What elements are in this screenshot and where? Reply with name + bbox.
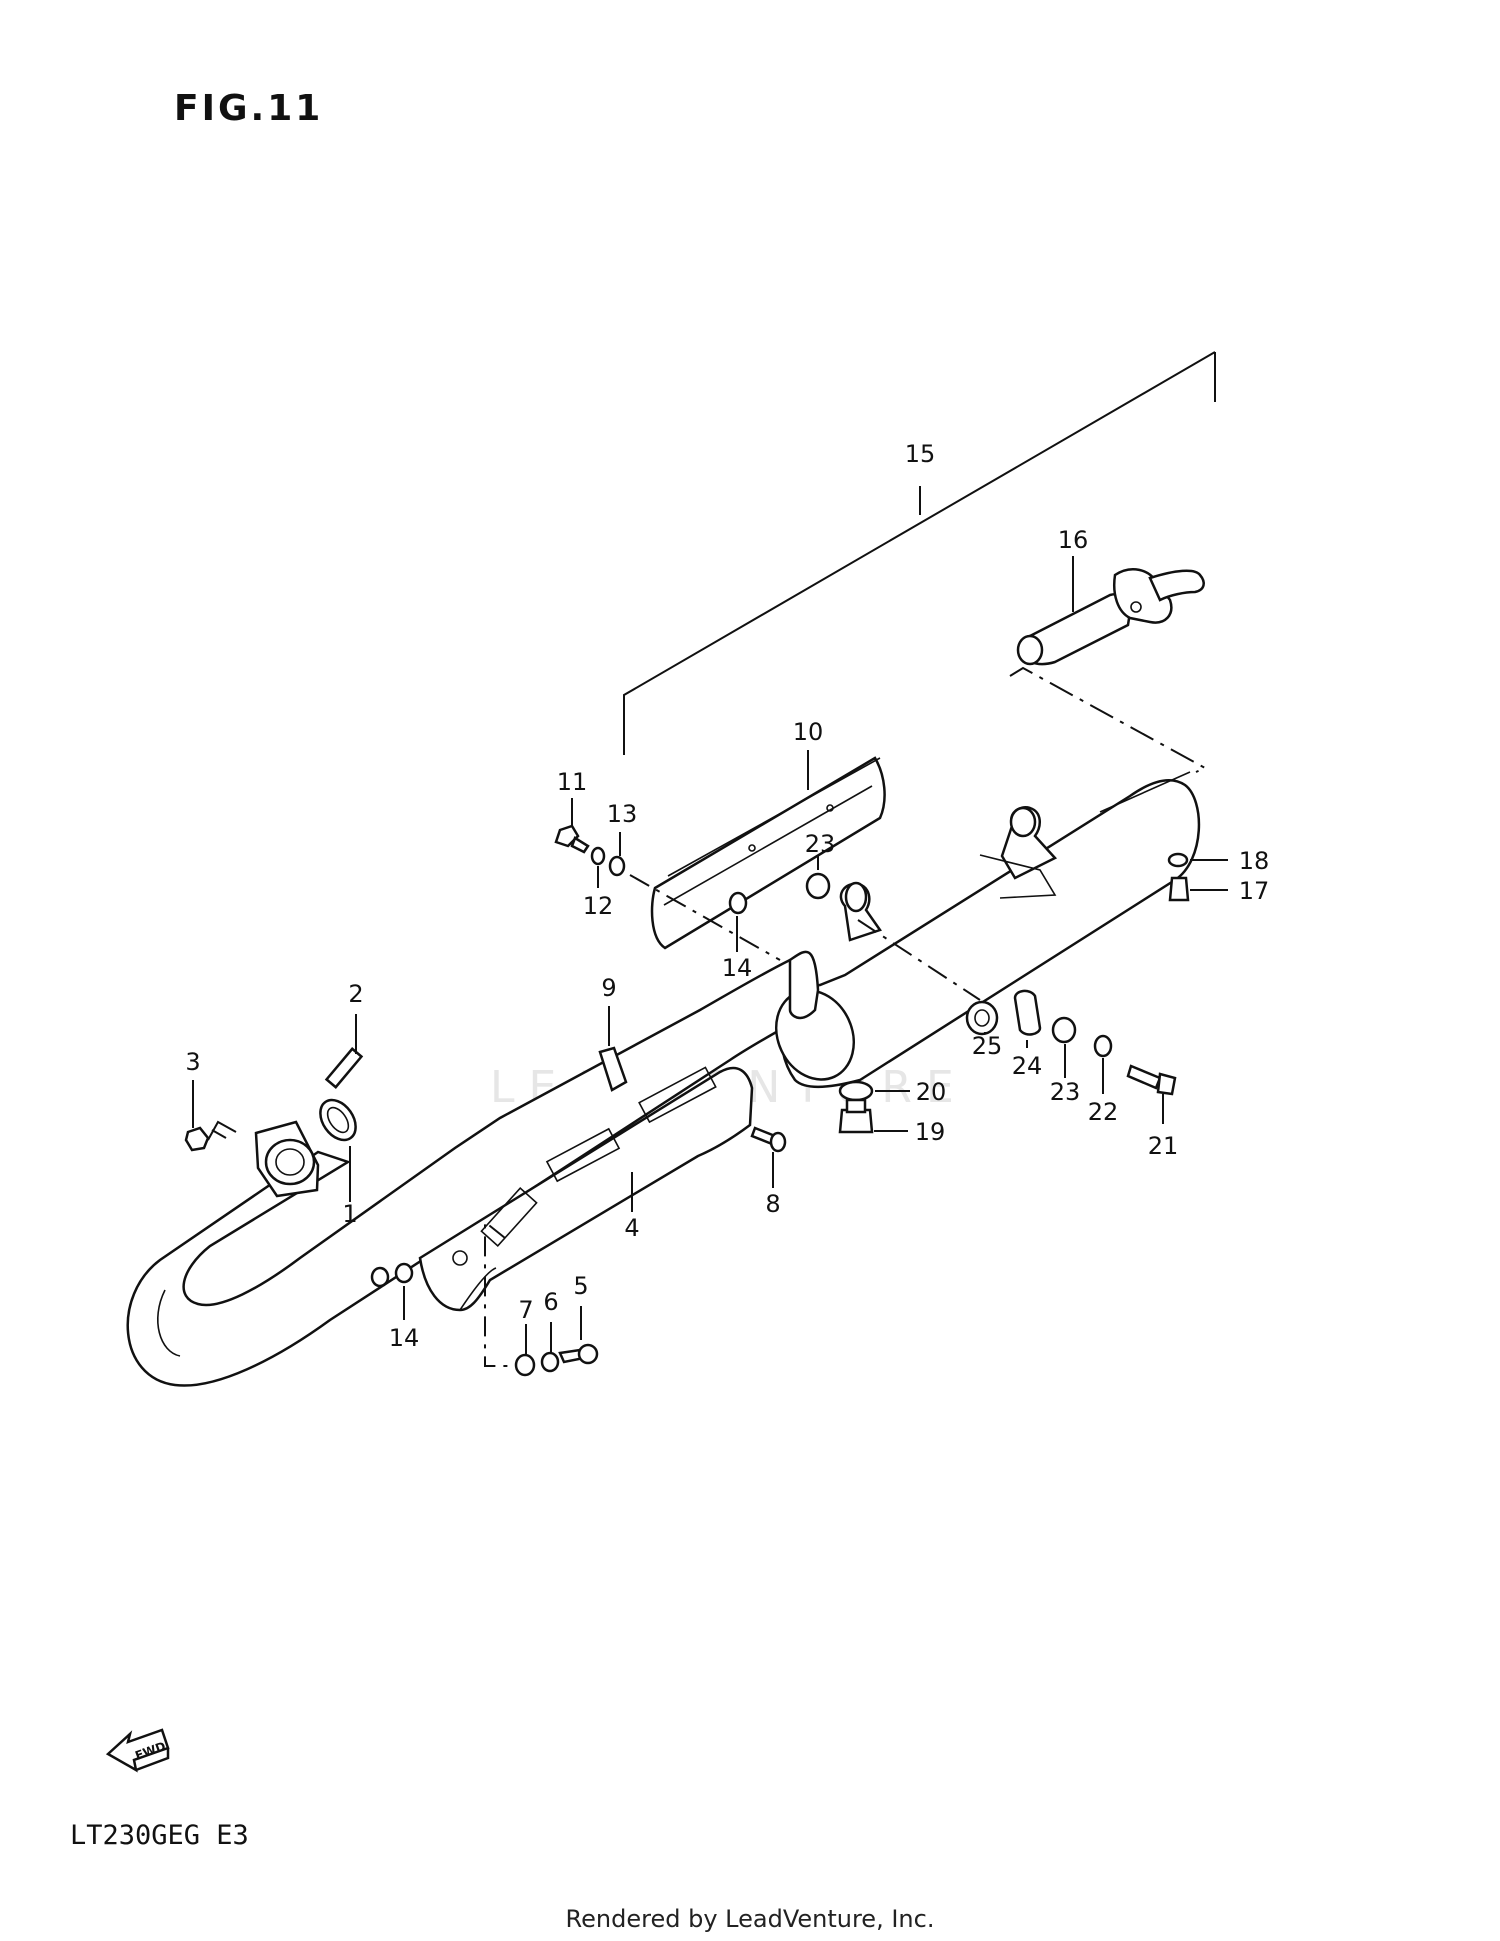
callout-3: 3 <box>185 1048 200 1076</box>
exhaust-pipe <box>126 958 817 1387</box>
figure-title: FIG.11 <box>174 88 324 129</box>
callout-11: 11 <box>557 768 588 796</box>
callout-14-lower: 14 <box>389 1324 420 1352</box>
stud-2 <box>324 1047 364 1089</box>
callout-16: 16 <box>1058 526 1089 554</box>
callout-23-lower: 23 <box>1050 1078 1081 1106</box>
callout-2: 2 <box>348 980 363 1008</box>
callout-22: 22 <box>1088 1098 1119 1126</box>
gasket-1 <box>319 1098 357 1142</box>
callout-17: 17 <box>1239 877 1270 905</box>
callout-20: 20 <box>916 1078 947 1106</box>
callout-13: 13 <box>607 800 638 828</box>
guide-lines <box>207 666 1208 1367</box>
callout-4: 4 <box>624 1214 639 1242</box>
callout-23-upper: 23 <box>805 830 836 858</box>
callout-7: 7 <box>518 1296 533 1324</box>
hardware-parts <box>184 824 1190 1377</box>
fwd-arrow-icon: FWD <box>105 1728 170 1773</box>
leader-lines <box>192 486 1228 1354</box>
callout-15: 15 <box>905 440 936 468</box>
callout-18: 18 <box>1239 847 1270 875</box>
callout-19: 19 <box>915 1118 946 1146</box>
muffler-heat-shield <box>650 756 886 950</box>
spark-arrester <box>1016 568 1205 666</box>
model-code: LT230GEG E3 <box>70 1820 249 1851</box>
assembly-bracket-15 <box>623 351 1216 755</box>
callout-14-upper: 14 <box>722 954 753 982</box>
callout-21: 21 <box>1148 1132 1179 1160</box>
footer-credit: Rendered by LeadVenture, Inc. <box>565 1905 935 1933</box>
callout-numbers: 1 2 3 4 5 6 7 8 9 10 11 12 13 14 14 15 1… <box>185 440 1269 1352</box>
callout-12: 12 <box>583 892 614 920</box>
callout-9: 9 <box>601 974 616 1002</box>
callout-6: 6 <box>543 1288 558 1316</box>
muffler <box>774 771 1201 1088</box>
nut-3 <box>184 1126 210 1152</box>
callout-5: 5 <box>573 1272 588 1300</box>
callout-25: 25 <box>972 1032 1003 1060</box>
callout-8: 8 <box>765 1190 780 1218</box>
callout-1: 1 <box>342 1200 357 1228</box>
callout-10: 10 <box>793 718 824 746</box>
callout-24: 24 <box>1012 1052 1043 1080</box>
